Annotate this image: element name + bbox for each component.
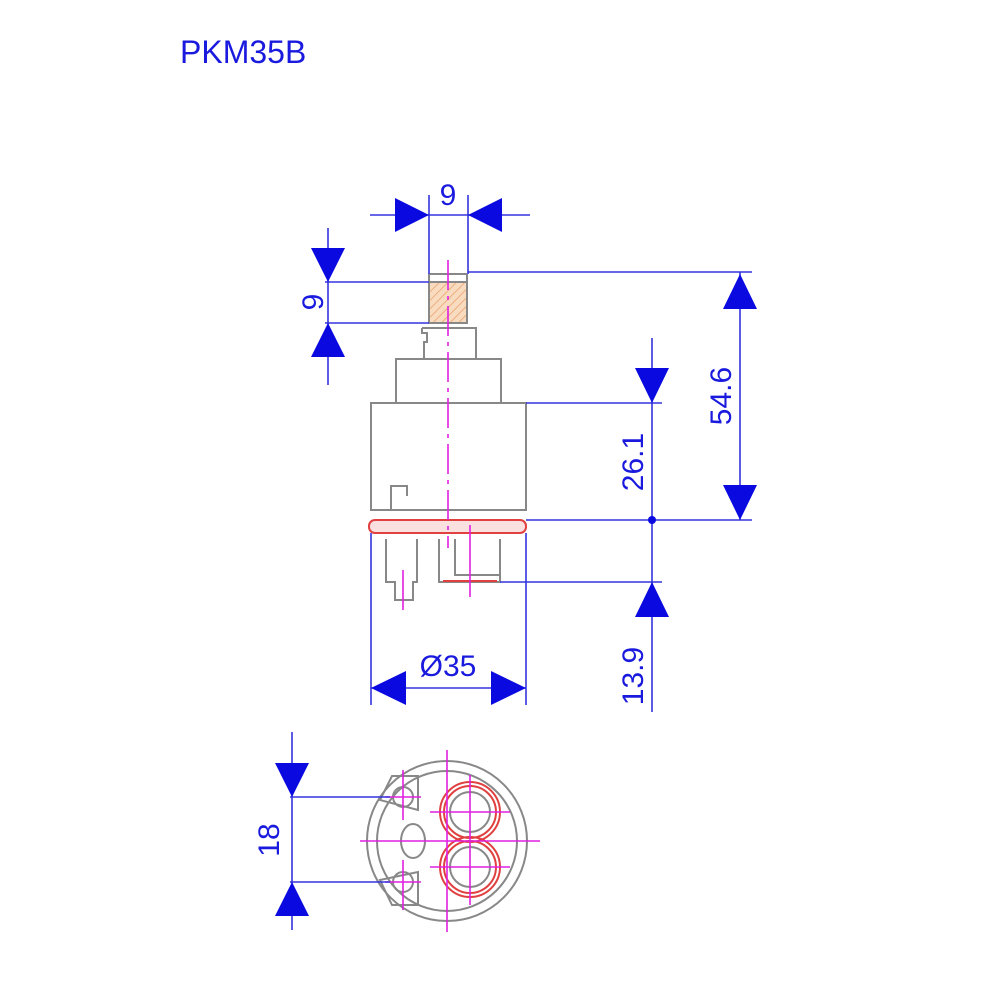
dim-stem-height: 9 — [297, 228, 429, 385]
dim-body-height: 26.1 13.9 — [500, 338, 669, 712]
dim-label: 26.1 — [617, 433, 650, 491]
dim-label: 9 — [297, 294, 330, 311]
dim-diameter: Ø35 — [370, 533, 527, 705]
model-title: PKM35B — [180, 34, 306, 70]
side-view — [368, 260, 527, 610]
body-tab — [390, 485, 408, 510]
dim-label: 18 — [253, 823, 286, 856]
dim-port-spacing: 18 — [253, 732, 390, 930]
bottom-view — [360, 750, 540, 932]
dim-label: 13.9 — [617, 647, 650, 705]
dim-label: 9 — [440, 179, 457, 212]
dim-stem-width: 9 — [370, 179, 530, 274]
dim-total-height: 54.6 — [468, 271, 757, 521]
dim-label: Ø35 — [420, 650, 477, 683]
stem-lower — [421, 327, 477, 359]
left-pin — [385, 539, 418, 601]
dim-label: 54.6 — [705, 367, 738, 425]
